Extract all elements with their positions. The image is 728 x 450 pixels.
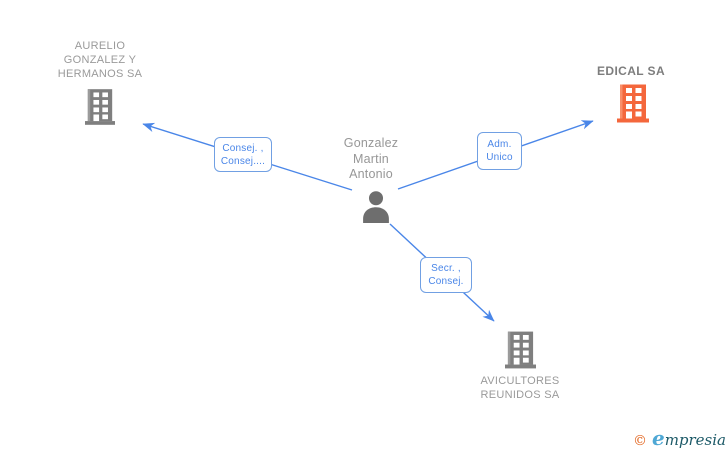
company-node-aurelio[interactable]: AURELIO GONZALEZ Y HERMANOS SA (20, 39, 180, 81)
company-name-line: AVICULTORES (480, 375, 560, 387)
edge-role-line: Consej. , (222, 142, 264, 154)
edge-role-line: Adm. (487, 139, 512, 150)
company-name-line: REUNIDOS SA (480, 389, 560, 401)
edge-label-aurelio[interactable]: Consej. , Consej.... (214, 137, 272, 172)
edge-role-line: Consej.... (220, 155, 266, 167)
company-name-line: GONZALEZ Y (63, 54, 137, 66)
empresia-watermark: © e mpresia (633, 428, 726, 449)
company-name-line: AURELIO (74, 40, 126, 52)
edge-role-line: Secr. , (431, 263, 461, 274)
company-node-avicultores[interactable]: AVICULTORES REUNIDOS SA (440, 374, 600, 402)
edge-label-avicultores[interactable]: Secr. , Consej. (420, 257, 472, 293)
person-icon[interactable] (361, 191, 391, 228)
edge-label-edical[interactable]: Adm. Unico (477, 132, 522, 170)
building-icon-aurelio[interactable] (85, 89, 115, 130)
company-node-edical[interactable]: EDICAL SA (569, 64, 693, 78)
edge-role-line: Unico (486, 152, 513, 163)
person-name-line: Martin (353, 151, 389, 166)
building-icon-edical[interactable] (617, 84, 649, 128)
brand-initial: e (651, 426, 665, 450)
brand-rest: mpresia (664, 431, 726, 449)
company-name-line: HERMANOS SA (57, 68, 143, 80)
building-icon-avicultores[interactable] (505, 331, 536, 374)
person-name-line: Gonzalez (343, 136, 399, 150)
edge-role-line: Consej. (428, 276, 464, 287)
copyright-icon: © (632, 433, 647, 449)
company-name-line: EDICAL SA (596, 64, 666, 78)
person-name-line: Antonio (349, 167, 393, 181)
person-node-name[interactable]: Gonzalez Martin Antonio (316, 136, 426, 183)
